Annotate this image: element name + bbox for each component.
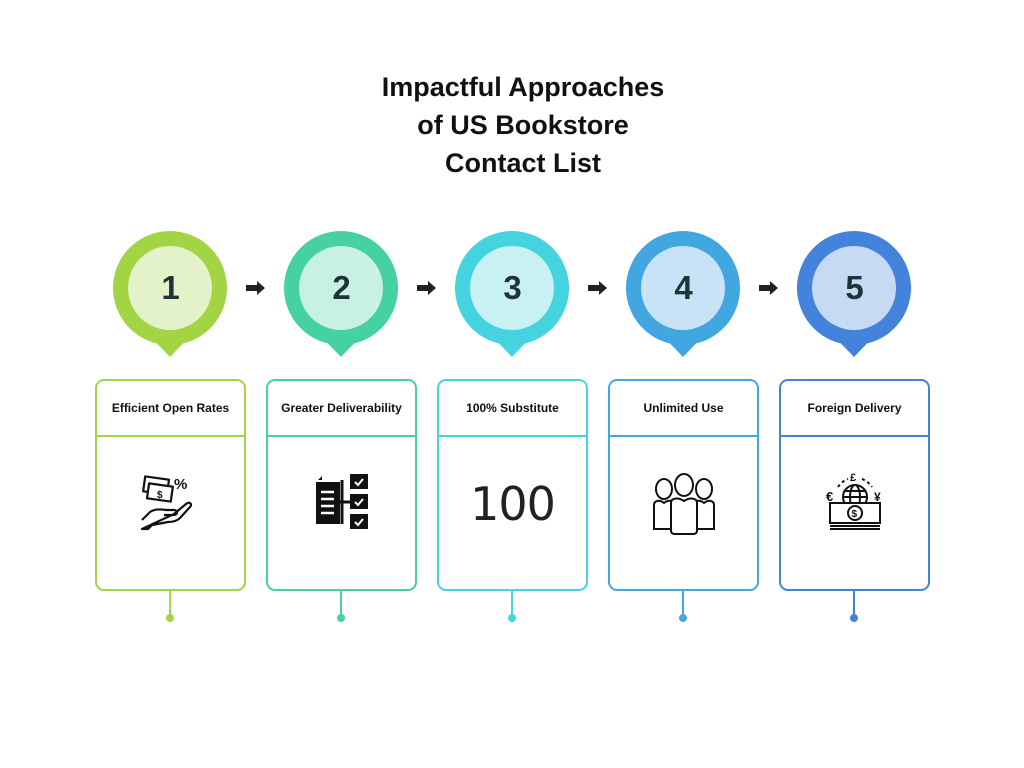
step-label: Greater Deliverability — [268, 381, 415, 437]
connector-dot — [679, 614, 687, 622]
svg-text:%: % — [174, 476, 187, 493]
step-card: Foreign Delivery £ € ¥ $ — [779, 379, 930, 591]
svg-text:$: $ — [851, 509, 857, 520]
step-number: 2 — [332, 269, 351, 306]
document-checklist-icon — [268, 469, 415, 539]
step-card: Greater Deliverability — [266, 379, 417, 591]
step-marker — [626, 231, 740, 357]
step-marker — [284, 231, 398, 357]
step-2: 2 Greater Deliverability — [256, 0, 427, 768]
hundred-icon: 100 — [470, 477, 556, 531]
step-5: 5 Foreign Delivery £ € ¥ $ — [769, 0, 940, 768]
svg-text:$: $ — [157, 490, 163, 501]
arrow-right-icon — [588, 281, 608, 295]
step-card: 100% Substitute 100 — [437, 379, 588, 591]
connector-dot — [850, 614, 858, 622]
step-card: Unlimited Use — [608, 379, 759, 591]
people-group-icon — [610, 469, 757, 539]
svg-text:£: £ — [850, 473, 856, 484]
step-label: 100% Substitute — [439, 381, 586, 437]
title-line: Contact List — [444, 148, 601, 178]
connector-line — [340, 590, 342, 616]
step-label: Foreign Delivery — [781, 381, 928, 437]
arrow-right-icon — [246, 281, 266, 295]
svg-text:¥: ¥ — [874, 490, 881, 504]
title-line: Impactful Approaches — [381, 72, 665, 102]
connector-line — [169, 590, 171, 616]
connector-dot — [508, 614, 516, 622]
hand-money-percent-icon: $% — [97, 469, 244, 539]
step-marker — [455, 231, 569, 357]
connector-line — [682, 590, 684, 616]
connector-dot — [166, 614, 174, 622]
step-4: 4 Unlimited Use — [598, 0, 769, 768]
connector-dot — [337, 614, 345, 622]
step-number: 5 — [845, 269, 864, 306]
step-number: 1 — [161, 269, 180, 306]
step-marker — [113, 231, 227, 357]
title-line: of US Bookstore — [417, 110, 629, 140]
step-card: Efficient Open Rates $% — [95, 379, 246, 591]
svg-text:€: € — [826, 489, 833, 504]
step-marker — [797, 231, 911, 357]
step-1: 1 Efficient Open Rates $% — [85, 0, 256, 768]
connector-line — [853, 590, 855, 616]
step-label: Efficient Open Rates — [97, 381, 244, 437]
connector-line — [511, 590, 513, 616]
step-number: 3 — [503, 269, 522, 306]
global-currency-icon: £ € ¥ $ — [781, 469, 928, 539]
arrow-right-icon — [417, 281, 437, 295]
step-label: Unlimited Use — [610, 381, 757, 437]
step-number: 4 — [674, 269, 693, 306]
arrow-right-icon — [759, 281, 779, 295]
page-title: Impactful Approaches of US Bookstore Con… — [0, 68, 1024, 182]
step-3: 3 100% Substitute 100 — [427, 0, 598, 768]
